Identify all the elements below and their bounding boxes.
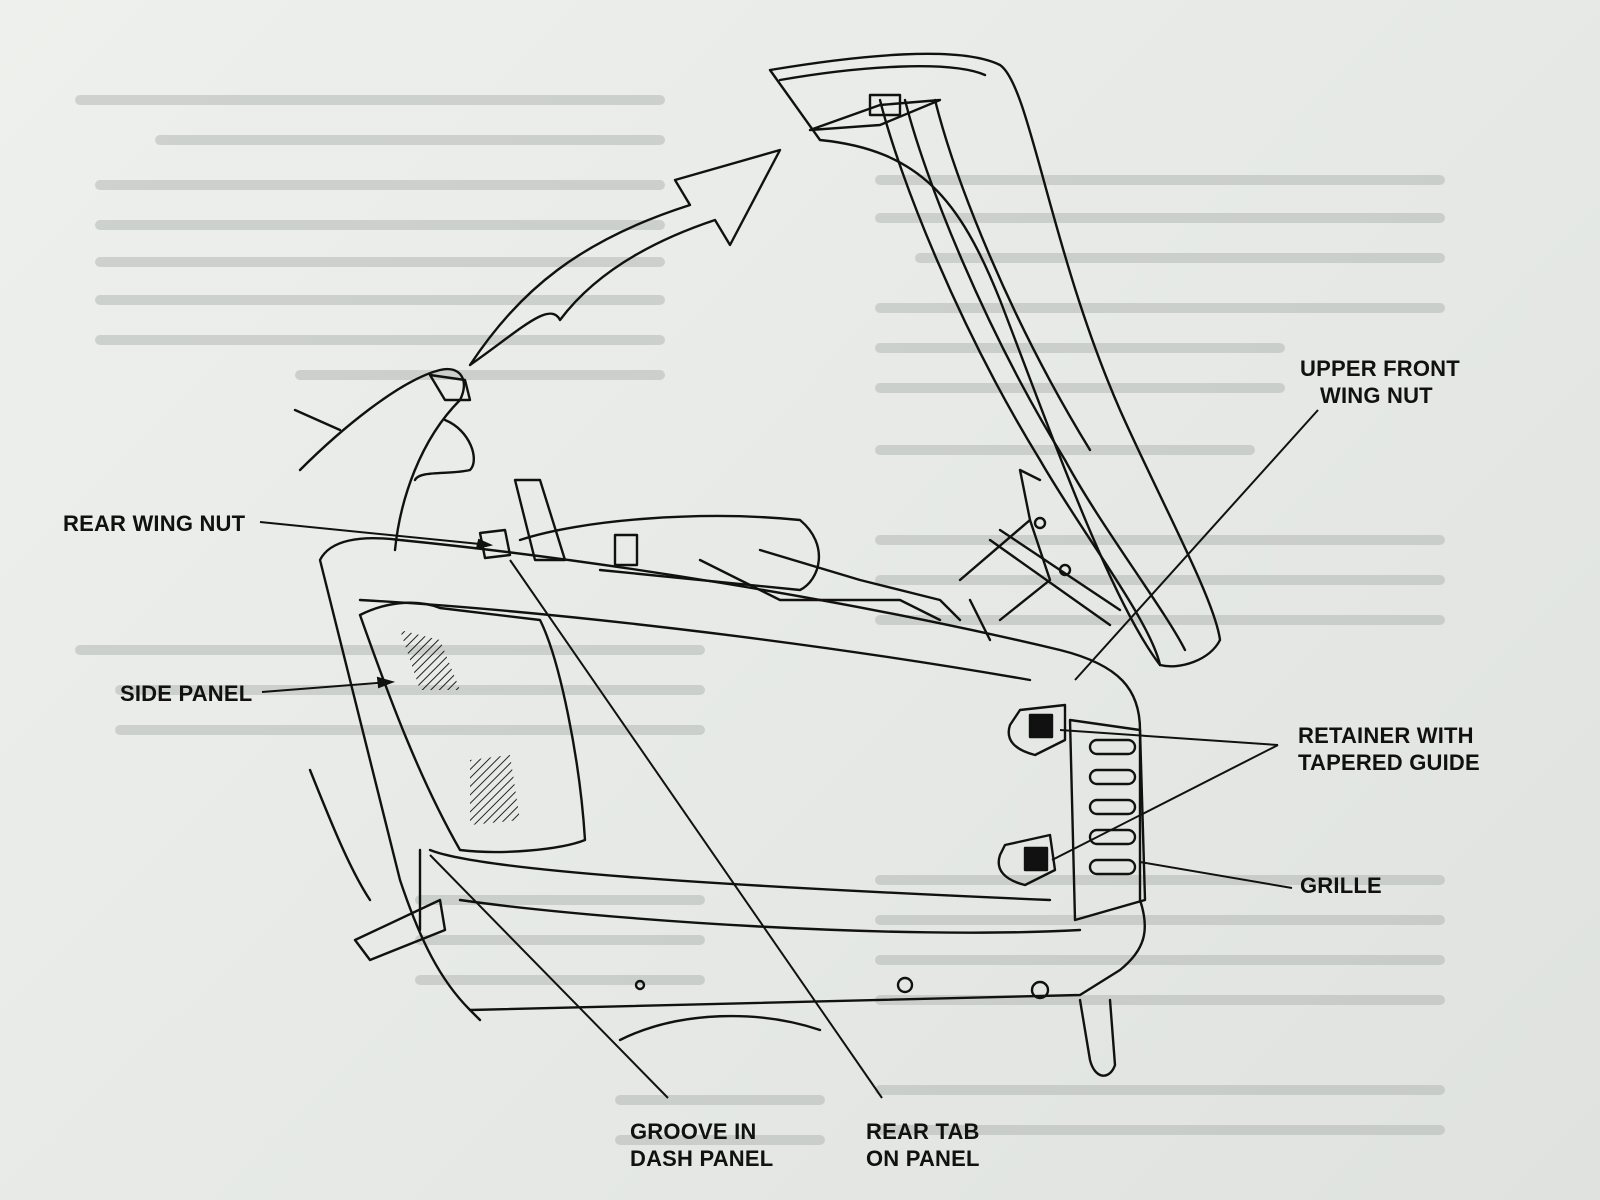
label-retainer-line2: TAPERED GUIDE <box>1298 750 1480 775</box>
lift-arrow <box>468 148 782 367</box>
label-side-panel-text: SIDE PANEL <box>120 681 253 706</box>
raised-hood <box>768 52 1222 668</box>
label-rear-wing-nut: REAR WING NUT <box>63 510 245 537</box>
label-rear-tab: REAR TAB ON PANEL <box>866 1118 980 1172</box>
label-rear-tab-line1: REAR TAB <box>866 1119 980 1144</box>
label-groove-line2: DASH PANEL <box>630 1146 774 1171</box>
label-grille-text: GRILLE <box>1300 873 1382 898</box>
label-retainer-line1: RETAINER WITH <box>1298 723 1474 748</box>
rear-fender <box>298 367 466 552</box>
label-upper-front-line1: UPPER FRONT <box>1300 356 1460 381</box>
label-upper-front-line2: WING NUT <box>1320 383 1433 408</box>
label-retainer: RETAINER WITH TAPERED GUIDE <box>1298 722 1480 776</box>
label-grille: GRILLE <box>1300 872 1382 899</box>
retainer-lower <box>997 833 1057 887</box>
label-rear-tab-line2: ON PANEL <box>866 1146 980 1171</box>
label-rear-wing-nut-text: REAR WING NUT <box>63 511 246 536</box>
leader-lines <box>259 409 1319 1099</box>
label-side-panel: SIDE PANEL <box>120 680 252 707</box>
side-panel-outline <box>318 537 1147 1012</box>
engine-compartment <box>518 514 962 622</box>
retainer-upper <box>1007 703 1067 757</box>
rear-wing-nut-part <box>478 528 512 560</box>
bleed-through-text <box>75 95 1445 1145</box>
label-upper-front-wing-nut: UPPER FRONT WING NUT <box>1300 355 1460 409</box>
grille-part <box>1068 718 1147 922</box>
label-groove: GROOVE IN DASH PANEL <box>630 1118 773 1172</box>
label-groove-line1: GROOVE IN <box>630 1119 757 1144</box>
